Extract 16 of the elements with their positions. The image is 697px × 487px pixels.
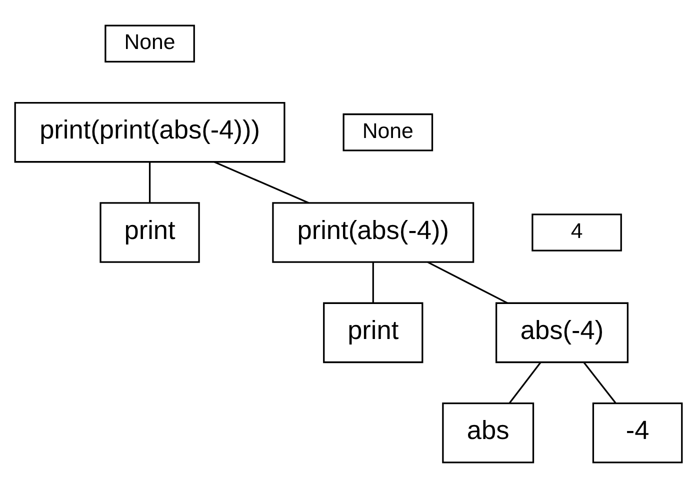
connector — [214, 160, 309, 204]
connector — [148, 162, 151, 202]
node-box: print — [323, 302, 424, 363]
connector — [427, 260, 508, 304]
connector — [583, 361, 616, 403]
node-box: -4 — [592, 402, 683, 463]
node-box: print — [100, 202, 200, 262]
node-box: abs — [442, 402, 534, 463]
node-box: abs(-4) — [496, 302, 629, 363]
connector — [372, 262, 374, 302]
node-box: 4 — [532, 213, 622, 251]
node-box: print(print(abs(-4))) — [14, 101, 286, 162]
node-box: None — [104, 24, 195, 62]
node-box: None — [342, 112, 434, 151]
connector — [509, 361, 542, 403]
node-box: print(abs(-4)) — [272, 202, 474, 262]
